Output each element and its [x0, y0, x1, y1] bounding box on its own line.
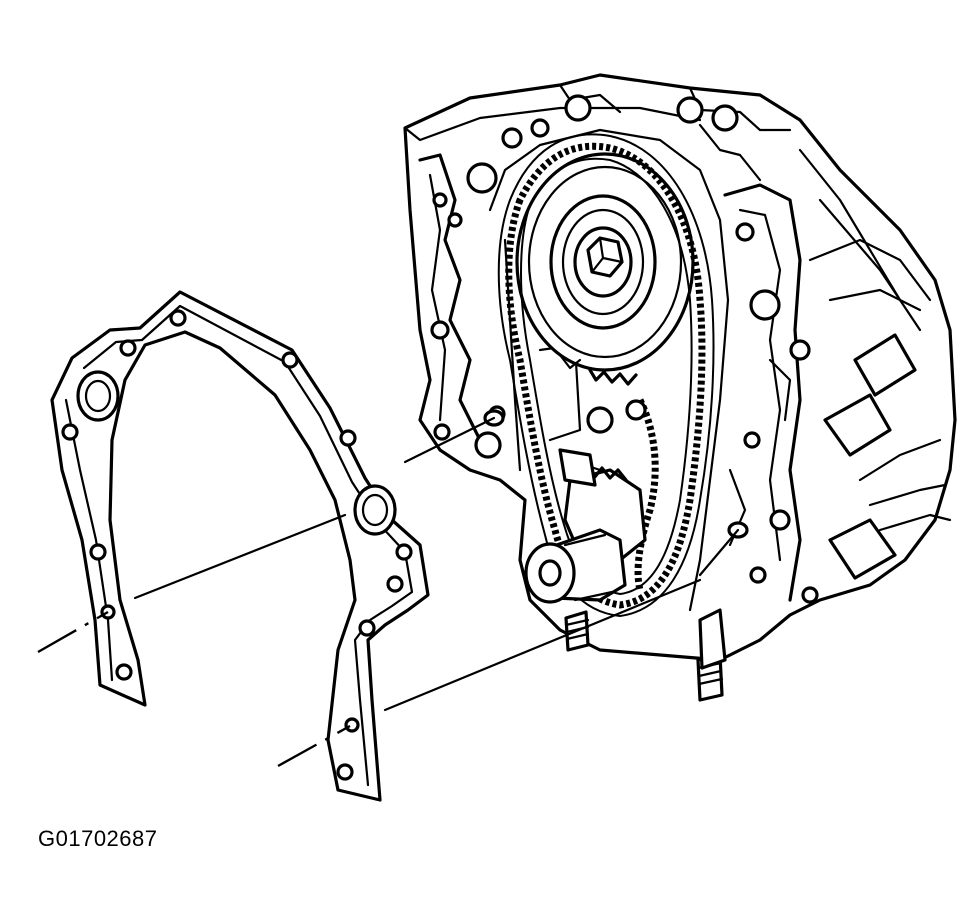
camshaft-sprocket: [515, 152, 695, 386]
front-cover-gasket: [50, 290, 430, 802]
alignment-lines: [37, 416, 740, 768]
lower-studs: [564, 608, 727, 702]
timing-chain: [497, 133, 715, 618]
figure-id-label: G01702687: [38, 826, 158, 851]
engine-block: [403, 73, 957, 662]
crankshaft-nose: [524, 528, 627, 604]
